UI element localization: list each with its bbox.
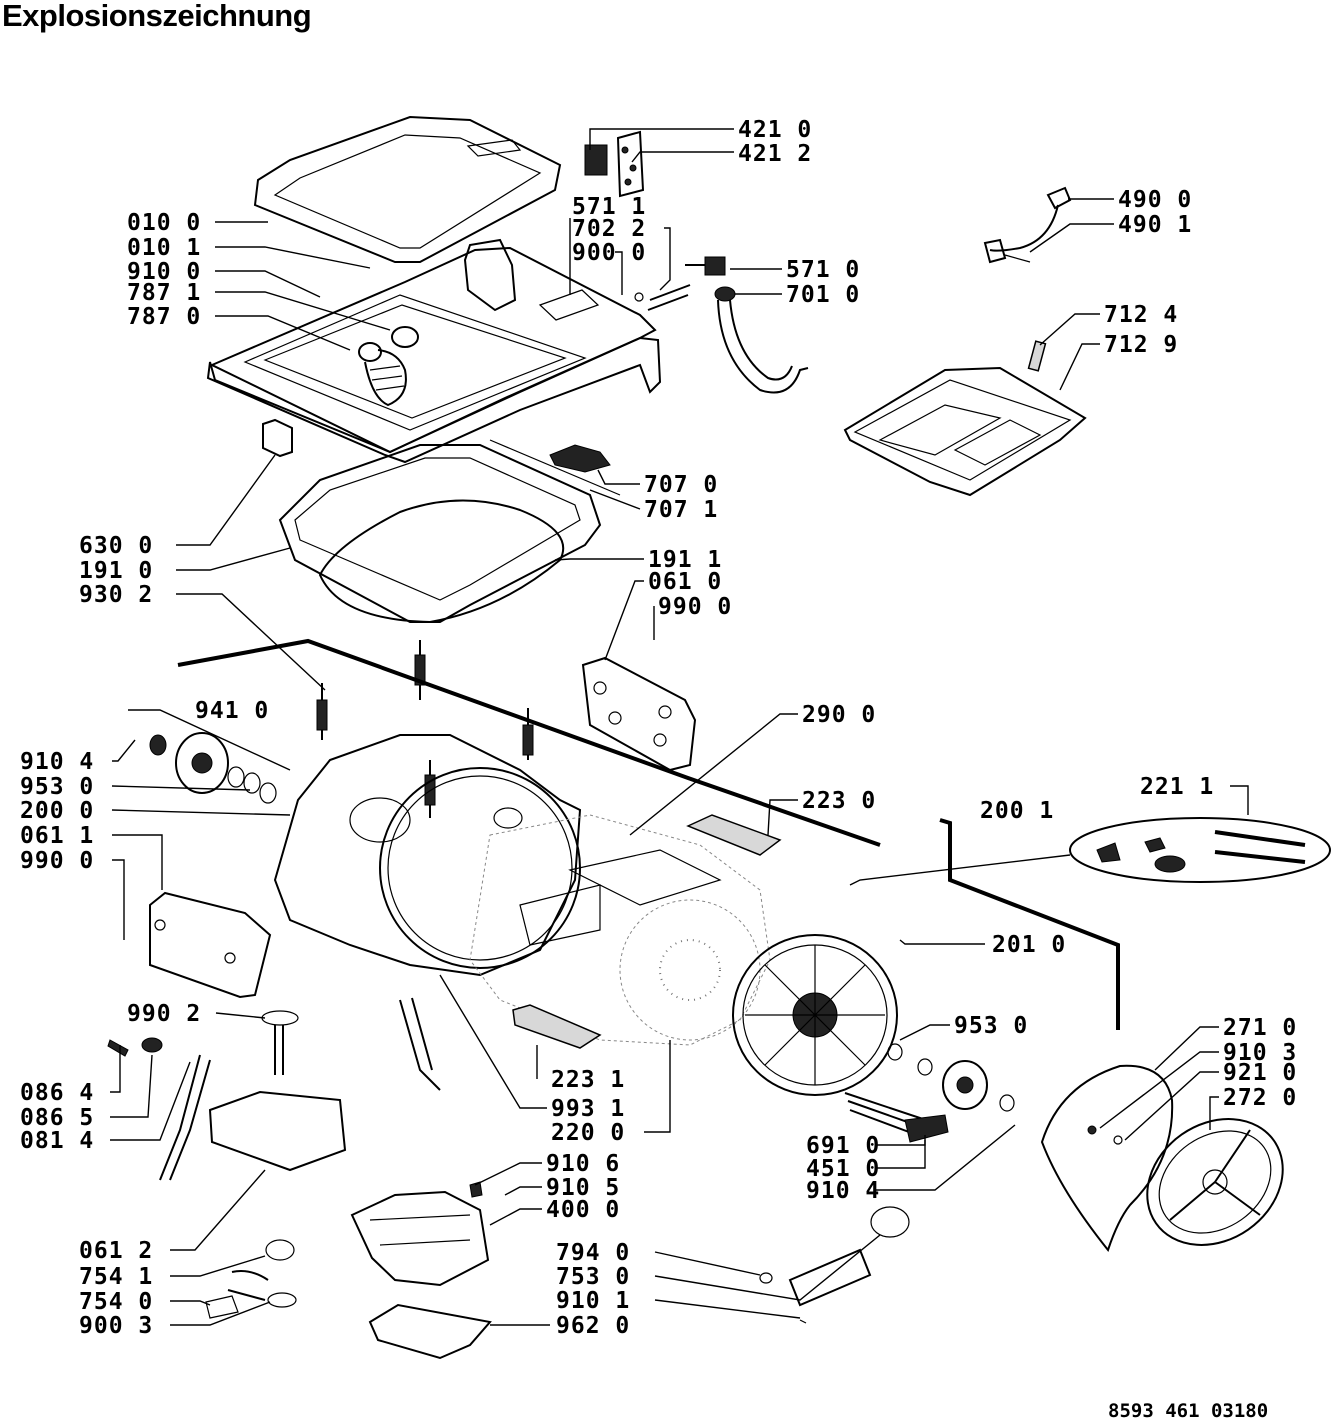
part-label: 921 0 <box>1223 1060 1297 1086</box>
motor-part <box>350 1181 490 1287</box>
part-label: 787 1 <box>127 280 201 306</box>
part-label: 191 1 <box>648 547 722 573</box>
part-label: 086 4 <box>20 1080 94 1106</box>
part-label: 220 0 <box>551 1120 625 1146</box>
part-label: 910 3 <box>1223 1040 1297 1066</box>
tub-cover-part <box>278 444 602 624</box>
part-label: 702 2 <box>572 216 646 242</box>
part-label: 990 0 <box>20 848 94 874</box>
drain-pump-part <box>759 1206 910 1324</box>
screw-part <box>1087 1125 1097 1135</box>
part-label: 630 0 <box>79 533 153 559</box>
lifter-bottom-part <box>512 1004 602 1049</box>
part-label: 910 4 <box>20 749 94 775</box>
accessory-kit-part <box>1069 817 1331 883</box>
part-label: 712 4 <box>1104 302 1178 328</box>
part-label: 712 9 <box>1104 332 1178 358</box>
part-label: 081 4 <box>20 1128 94 1154</box>
part-label: 990 2 <box>127 1001 201 1027</box>
drain-hose-part <box>205 1239 297 1319</box>
drum-pulley-part <box>1146 1118 1284 1246</box>
hinge-part <box>489 439 621 496</box>
part-label: 930 2 <box>79 582 153 608</box>
door-lock-part <box>584 130 645 198</box>
part-label: 900 3 <box>79 1313 153 1339</box>
part-label: 990 0 <box>658 594 732 620</box>
part-label: 490 1 <box>1118 212 1192 238</box>
counterweight-front-part <box>149 891 272 999</box>
reference-frame-lines <box>177 638 1120 1030</box>
part-label: 701 0 <box>786 282 860 308</box>
part-label: 900 0 <box>572 240 646 266</box>
part-label: 200 0 <box>20 798 94 824</box>
inlet-valve-part <box>634 256 809 394</box>
leader-lines <box>110 128 1249 1326</box>
part-label: 571 1 <box>572 194 646 220</box>
washer-part <box>1113 1135 1123 1145</box>
inlet-hose-part <box>358 326 419 407</box>
page-title: Explosionszeichnung <box>2 0 312 33</box>
part-label: 941 0 <box>195 698 269 724</box>
part-label: 910 6 <box>546 1151 620 1177</box>
part-label: 794 0 <box>556 1240 630 1266</box>
part-label: 191 0 <box>79 558 153 584</box>
part-labels: 421 0 421 2 490 0 490 1 010 0 010 1 910 … <box>20 117 1297 1339</box>
top-lid-part <box>253 115 562 263</box>
part-label: 707 0 <box>644 472 718 498</box>
part-label: 271 0 <box>1223 1015 1297 1041</box>
part-label: 010 0 <box>127 210 201 236</box>
part-label: 223 1 <box>551 1067 625 1093</box>
bearing-flange-part <box>149 732 277 804</box>
part-label: 707 1 <box>644 497 718 523</box>
part-label: 910 1 <box>556 1288 630 1314</box>
part-label: 272 0 <box>1223 1085 1297 1111</box>
part-label: 061 1 <box>20 823 94 849</box>
tub-half-part <box>273 734 582 977</box>
part-label: 787 0 <box>127 304 201 330</box>
part-label: 201 0 <box>992 932 1066 958</box>
part-label: 754 1 <box>79 1264 153 1290</box>
base-tray-part <box>368 1303 492 1360</box>
lifter-top-part <box>686 814 782 856</box>
part-label: 753 0 <box>556 1264 630 1290</box>
part-label: 221 1 <box>1140 774 1214 800</box>
suspension-spring-part <box>316 640 534 818</box>
part-label: 086 5 <box>20 1105 94 1131</box>
part-label: 451 0 <box>806 1156 880 1182</box>
part-label: 223 0 <box>802 788 876 814</box>
part-label: 953 0 <box>954 1013 1028 1039</box>
document-number: 8593 461 03180 <box>1108 1400 1268 1422</box>
part-label: 290 0 <box>802 702 876 728</box>
part-label: 490 0 <box>1118 187 1192 213</box>
cover-block-part <box>262 418 293 458</box>
part-label: 061 2 <box>79 1238 153 1264</box>
counterweight-top-part <box>581 656 697 772</box>
counterweight-bottom-part <box>208 1090 347 1172</box>
part-label: 910 5 <box>546 1175 620 1201</box>
shock-absorber-part <box>107 997 441 1181</box>
detergent-drawer-part <box>843 340 1087 497</box>
part-label: 962 0 <box>556 1313 630 1339</box>
part-label: 571 0 <box>786 257 860 283</box>
part-label: 421 0 <box>738 117 812 143</box>
part-label: 953 0 <box>20 774 94 800</box>
heater-part <box>844 1092 949 1143</box>
tub-back-half-part <box>732 934 1015 1112</box>
top-frame-part <box>206 238 662 464</box>
part-label: 993 1 <box>551 1096 625 1122</box>
part-label: 010 1 <box>127 235 201 261</box>
back-cover-part <box>1040 1064 1174 1253</box>
part-label: 400 0 <box>546 1197 620 1223</box>
part-label: 421 2 <box>738 141 812 167</box>
part-label: 691 0 <box>806 1133 880 1159</box>
power-cord-part <box>983 186 1072 264</box>
part-label: 910 0 <box>127 259 201 285</box>
part-label: 061 0 <box>648 569 722 595</box>
part-label: 754 0 <box>79 1289 153 1315</box>
part-label: 200 1 <box>980 798 1054 824</box>
part-label: 910 4 <box>806 1178 880 1204</box>
